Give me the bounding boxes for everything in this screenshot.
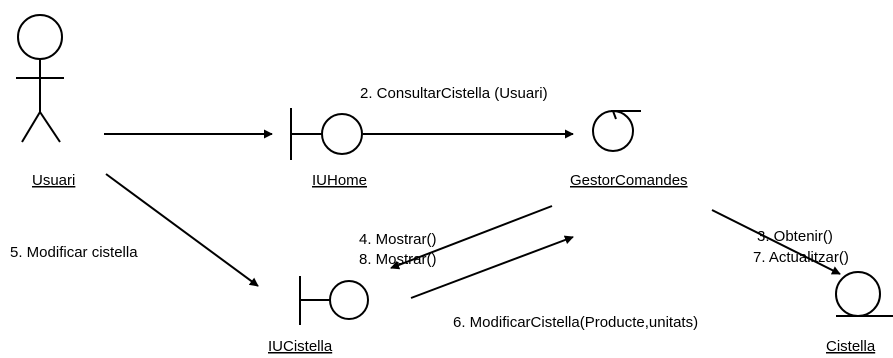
message-label-6: 6. ModificarCistella(Producte,unitats): [453, 314, 698, 331]
entity-icon: [835, 271, 893, 317]
control-icon: [592, 110, 641, 152]
link-gestor-iucistella: [390, 205, 553, 270]
message-label-3: 3. Obtenir(): [757, 228, 833, 245]
link-gestor-cistella: [711, 209, 841, 275]
boundary-icon: [299, 276, 369, 325]
actor-icon: [16, 14, 64, 143]
boundary-icon: [290, 108, 363, 160]
link-iucistella-gestor: [410, 235, 574, 299]
object-label-usuari: Usuari: [32, 172, 75, 189]
object-label-iuhome: IUHome: [312, 172, 367, 189]
message-label-7: 7. Actualitzar(): [753, 249, 849, 266]
object-label-cistella: Cistella: [826, 338, 876, 355]
message-label-2: 2. ConsultarCistella (Usuari): [360, 85, 548, 102]
message-label-5: 5. Modificar cistella: [10, 244, 138, 261]
link-usuari-iucistella: [105, 173, 259, 287]
object-label-gestorcomandes: GestorComandes: [570, 172, 688, 189]
message-label-8: 8. Mostrar(): [359, 251, 437, 268]
object-label-iucistella: IUCistella: [268, 338, 333, 355]
message-label-4: 4. Mostrar(): [359, 231, 437, 248]
